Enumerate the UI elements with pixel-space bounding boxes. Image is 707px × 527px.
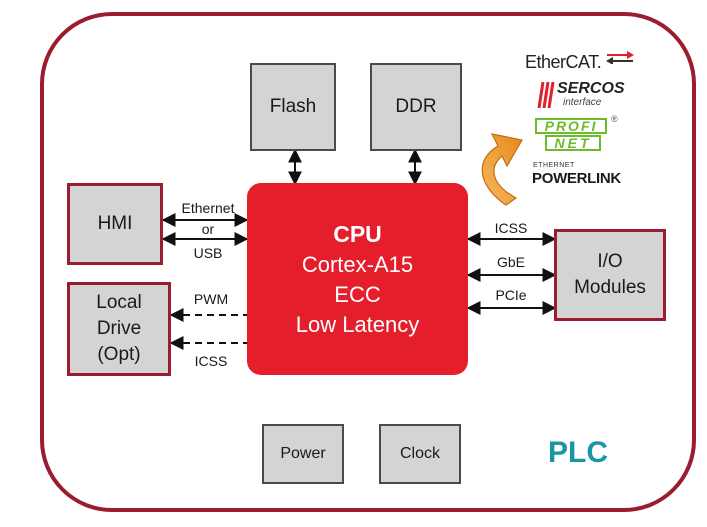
cpu-line-2: ECC [334,281,381,307]
power-block: Power [262,424,344,484]
sercos-text: SERCOS [557,80,625,97]
plc-label: PLC [548,436,608,469]
local-drive-line-2: Drive [96,318,142,339]
ethercat-text: EtherCAT. [525,52,602,72]
local-drive-block: Local Drive (Opt) [67,282,171,376]
io-modules-line-1: I/O [597,251,623,272]
cpu-line-3: Low Latency [295,311,420,337]
io-link-icss: ICSS [494,220,528,236]
cpu-block: CPU Cortex-A15 ECC Low Latency [247,183,468,375]
ddr-block: DDR [370,63,462,151]
power-label: Power [280,445,326,462]
hmi-link-usb: USB [193,245,223,261]
io-modules-block: I/O Modules [554,229,666,321]
cpu-title: CPU [333,220,382,247]
hmi-label: HMI [97,213,133,234]
cpu-line-1: Cortex-A15 [301,251,414,277]
hmi-link-or: or [201,221,215,237]
sercos-sub-text: interface [563,97,602,108]
profinet-top-text: PROFI [535,118,607,134]
ethercat-logo: EtherCAT. [525,51,634,73]
local-drive-line-1: Local [96,292,142,313]
powerlink-top-text: ETHERNET [533,162,575,169]
io-link-gbe: GbE [496,254,525,270]
ethercat-arrows-icon [606,51,634,64]
hmi-link-ethernet: Ethernet [181,200,235,216]
flash-label: Flash [269,96,317,117]
io-link-pcie: PCIe [495,287,527,303]
registered-icon: ® [611,114,618,124]
io-modules-line-2: Modules [574,277,646,298]
hmi-block: HMI [67,183,163,265]
curved-arrow-icon [481,133,523,206]
profinet-bottom-text: NET [545,135,601,151]
drive-link-icss: ICSS [194,353,228,369]
clock-block: Clock [379,424,461,484]
local-drive-line-3: (Opt) [97,344,141,365]
clock-label: Clock [399,445,440,462]
drive-link-pwm: PWM [193,291,229,307]
powerlink-text: POWERLINK [532,170,621,187]
flash-block: Flash [250,63,336,151]
sercos-stripes-icon [537,82,555,108]
ddr-label: DDR [395,96,437,117]
plc-frame [40,12,696,512]
